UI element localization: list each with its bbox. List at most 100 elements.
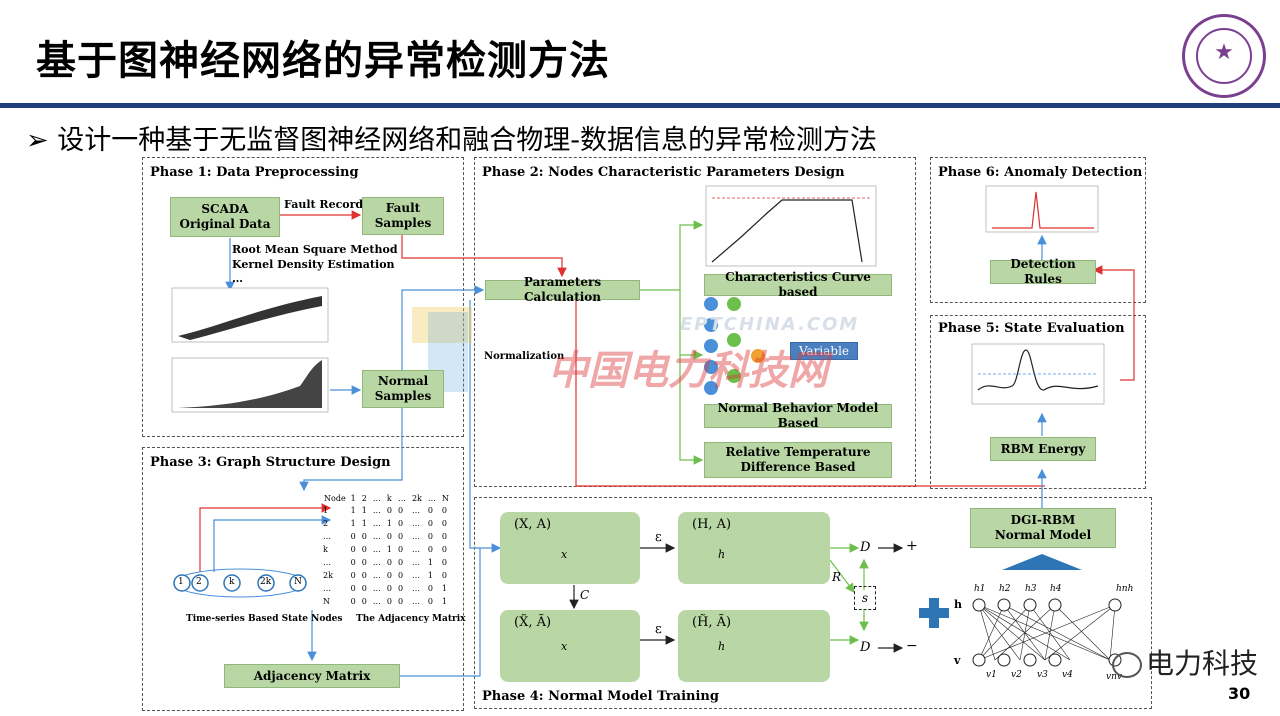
- visible-unit-label: v3: [1037, 670, 1048, 680]
- matrix-cell: 0: [397, 532, 404, 541]
- phase4-panel: [474, 497, 1152, 709]
- graph-x-a-box: [500, 512, 640, 584]
- visible-unit-label: v1: [986, 670, 997, 680]
- rbm-energy-box: RBM Energy: [990, 437, 1096, 461]
- matrix-cell: …: [372, 545, 381, 554]
- matrix-cell: 1: [441, 584, 447, 593]
- node-hi-label: h: [718, 548, 726, 561]
- ellipsis-label: …: [232, 272, 243, 285]
- matrix-cell: 0: [386, 506, 392, 515]
- university-logo: [1182, 14, 1266, 98]
- matrix-cell: 0: [350, 597, 356, 606]
- matrix-cell: 0: [386, 532, 392, 541]
- node-xi-tilde-label: x: [561, 640, 568, 653]
- matrix-cell: …: [372, 558, 381, 567]
- matrix-cell: 0: [397, 597, 404, 606]
- matrix-cell: 0: [361, 597, 367, 606]
- normalization-label: Normalization: [484, 351, 565, 362]
- matrix-cell: …: [411, 532, 420, 541]
- phase6-title: Phase 6: Anomaly Detection: [938, 165, 1143, 180]
- matrix-cell: …: [411, 558, 420, 567]
- negative-label: −: [906, 638, 918, 654]
- graph-h-a-box: [678, 512, 830, 584]
- dgi-rbm-box: DGI-RBM Normal Model: [970, 508, 1116, 548]
- matrix-cell: 1: [386, 545, 392, 554]
- visible-unit-label: v2: [1011, 670, 1022, 680]
- matrix-cell: 1: [350, 519, 356, 528]
- corruption-label: C: [580, 588, 590, 602]
- node-label-n: N: [294, 577, 302, 587]
- matrix-cell: 1: [323, 506, 329, 515]
- matrix-cell: 0: [361, 558, 367, 567]
- bullet-text: 设计一种基于无监督图神经网络和融合物理-数据信息的异常检测方法: [57, 125, 877, 156]
- ha-label: (H, A): [692, 517, 732, 532]
- rbm-hidden-label: h: [954, 598, 962, 611]
- rms-label: Root Mean Square Method: [232, 243, 398, 256]
- matrix-cell: 0: [361, 584, 367, 593]
- matrix-cell: …: [323, 584, 331, 593]
- matrix-cell: …: [411, 545, 420, 554]
- matrix-cell: 0: [427, 584, 433, 593]
- normal-samples-box: Normal Samples: [362, 370, 444, 408]
- matrix-header-cell: …: [427, 494, 436, 503]
- matrix-cell: 0: [350, 532, 356, 541]
- watermark-chinese: 中国电力科技网: [548, 348, 828, 394]
- fault-samples-box: Fault Samples: [362, 197, 444, 235]
- matrix-cell: 0: [441, 506, 447, 515]
- wechat-account-label: 电力科技: [1112, 642, 1258, 682]
- bullet-marker-icon: ➢: [26, 125, 49, 156]
- node-label-k: k: [229, 577, 235, 587]
- rbm-visible-label: v: [954, 654, 961, 667]
- matrix-cell: 0: [441, 545, 447, 554]
- matrix-cell: 0: [441, 558, 447, 567]
- rtd-based-box: Relative Temperature Difference Based: [704, 442, 892, 478]
- adj-matrix-caption: The Adjacency Matrix: [356, 614, 466, 624]
- hidden-unit-label: h1: [974, 584, 986, 594]
- discriminator-label-bottom: D: [860, 640, 871, 655]
- matrix-cell: …: [411, 506, 420, 515]
- matrix-cell: 0: [427, 597, 433, 606]
- matrix-cell: 0: [441, 519, 447, 528]
- matrix-header-cell: Node: [324, 494, 346, 503]
- matrix-cell: N: [323, 597, 330, 606]
- nbm-based-box: Normal Behavior Model Based: [704, 401, 892, 430]
- matrix-cell: 0: [361, 545, 367, 554]
- matrix-cell: k: [323, 545, 328, 554]
- matrix-header-cell: 2: [361, 494, 367, 503]
- bullet-line: ➢ 设计一种基于无监督图神经网络和融合物理-数据信息的异常检测方法: [26, 118, 877, 157]
- curve-based-box: Characteristics Curve based: [704, 270, 892, 299]
- matrix-cell: 2: [323, 519, 329, 528]
- slide-title: 基于图神经网络的异常检测方法: [36, 38, 610, 84]
- matrix-cell: …: [372, 584, 381, 593]
- matrix-cell: 0: [397, 571, 404, 580]
- matrix-cell: 0: [350, 558, 356, 567]
- matrix-cell: 1: [386, 519, 392, 528]
- matrix-cell: 0: [397, 545, 404, 554]
- matrix-header-cell: …: [372, 494, 381, 503]
- parameters-calculation-box: Parameters Calculation: [485, 275, 640, 304]
- readout-label: R: [832, 570, 842, 584]
- adjacency-matrix-box: Adjacency Matrix: [224, 664, 400, 688]
- matrix-cell: 0: [441, 532, 447, 541]
- node-label-2k: 2k: [260, 577, 272, 587]
- phase6-panel: [930, 157, 1146, 303]
- wechat-icon: [1112, 652, 1142, 678]
- xa-tilde-label: (X̃, Ã): [514, 615, 552, 630]
- wechat-name: 电力科技: [1146, 647, 1259, 680]
- matrix-cell: 0: [386, 597, 392, 606]
- matrix-cell: 0: [397, 558, 404, 567]
- node-xi-label: x: [561, 548, 568, 561]
- encoder-label-bottom: ε: [655, 622, 662, 637]
- matrix-cell: 0: [386, 558, 392, 567]
- university-logo-inner-ring: [1196, 28, 1252, 84]
- visible-unit-label: v4: [1062, 670, 1073, 680]
- hidden-unit-label: h2: [999, 584, 1011, 594]
- phase3-title: Phase 3: Graph Structure Design: [150, 455, 391, 470]
- hidden-unit-label: h3: [1025, 584, 1037, 594]
- logo-star-icon: ★: [1214, 40, 1234, 65]
- matrix-header-cell: 1: [350, 494, 356, 503]
